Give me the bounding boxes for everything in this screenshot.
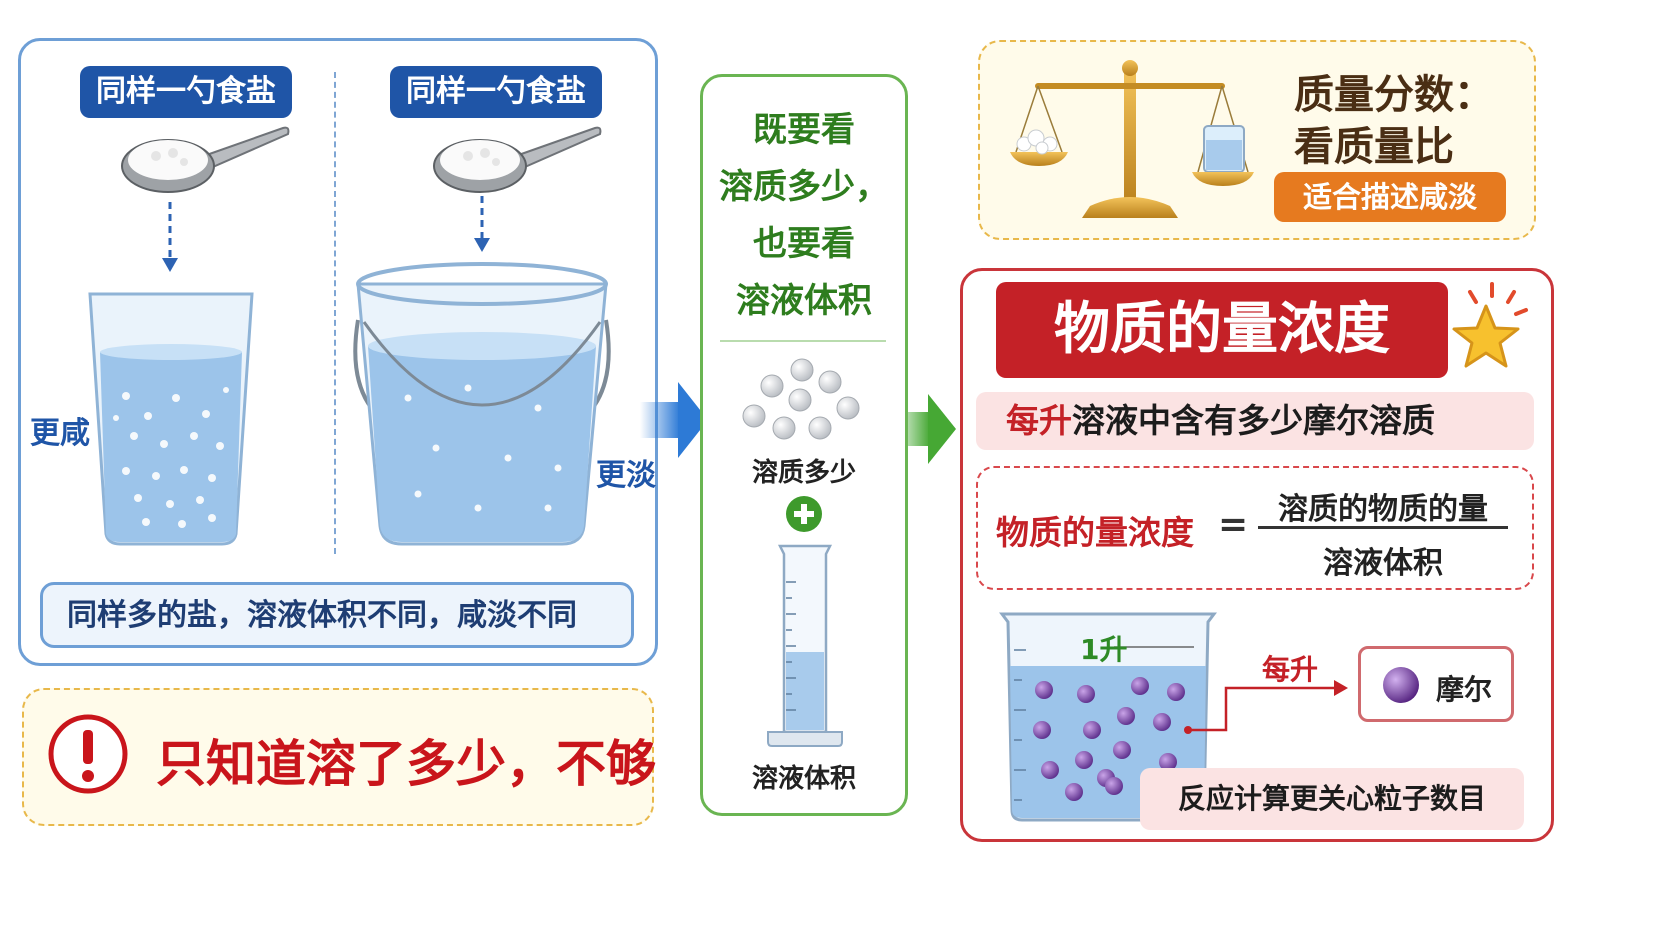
balance-scale-icon	[1010, 60, 1254, 218]
formula-equals: =	[1218, 504, 1249, 545]
pour-arrow-icon	[162, 202, 178, 272]
per-liter-highlight: 每升	[1006, 401, 1072, 440]
mole-particle-icon	[1383, 667, 1419, 703]
exclamation-icon	[48, 714, 128, 794]
spoon-label-right: 同样一勺食盐	[390, 66, 602, 118]
solute-amount-label: 溶质多少	[751, 458, 856, 488]
per-liter-label: 每升	[1262, 653, 1319, 686]
mole-label: 摩尔	[1436, 673, 1493, 706]
plus-icon	[786, 496, 822, 532]
molarity-title: 物质的量浓度	[996, 282, 1448, 378]
heading-line: 也要看	[753, 224, 855, 264]
mass-fraction-badge: 适合描述咸淡	[1274, 172, 1506, 222]
dilution-summary: 同样多的盐，溶液体积不同，咸淡不同	[40, 582, 634, 648]
mass-fraction-title: 质量分数：	[1294, 72, 1494, 118]
heading-line: 既要看	[753, 110, 855, 150]
warning-text: 只知道溶了多少，不够	[156, 735, 656, 793]
solute-particles-icon	[742, 358, 860, 440]
bucket-of-salt-water	[353, 262, 611, 546]
per-liter-arrow-icon	[1190, 680, 1348, 732]
molarity-definition: 每升溶液中含有多少摩尔溶质	[976, 392, 1534, 450]
star-icon	[1452, 282, 1528, 368]
blander-label: 更淡	[596, 458, 656, 493]
particle-count-footer: 反应计算更关心粒子数目	[1140, 768, 1524, 830]
mass-fraction-subtitle: 看质量比	[1294, 124, 1454, 170]
formula-numerator: 溶质的物质的量	[1278, 492, 1488, 527]
salt-spoon-icon	[433, 126, 602, 193]
heading-line: 溶液体积	[736, 281, 872, 321]
blue-arrow-icon	[640, 382, 708, 458]
glass-of-salt-water	[88, 292, 254, 546]
formula-denominator: 溶液体积	[1323, 546, 1443, 581]
solution-volume-label: 溶液体积	[751, 764, 856, 794]
spoon-label-left: 同样一勺食盐	[80, 66, 292, 118]
divider	[720, 340, 886, 342]
graduated-cylinder-icon	[767, 544, 843, 747]
saltier-label: 更咸	[30, 416, 90, 451]
middle-heading: 既要看 溶质多少， 也要看 溶液体积	[702, 102, 906, 330]
formula-lhs: 物质的量浓度	[996, 513, 1194, 552]
divider	[334, 72, 336, 554]
one-liter-label: 1升	[1080, 633, 1128, 666]
definition-rest: 溶液中含有多少摩尔溶质	[1072, 401, 1435, 440]
heading-line: 溶质多少，	[719, 167, 889, 207]
pour-arrow-icon	[474, 196, 490, 252]
salt-spoon-icon	[121, 126, 290, 193]
fraction-bar	[1258, 526, 1508, 529]
